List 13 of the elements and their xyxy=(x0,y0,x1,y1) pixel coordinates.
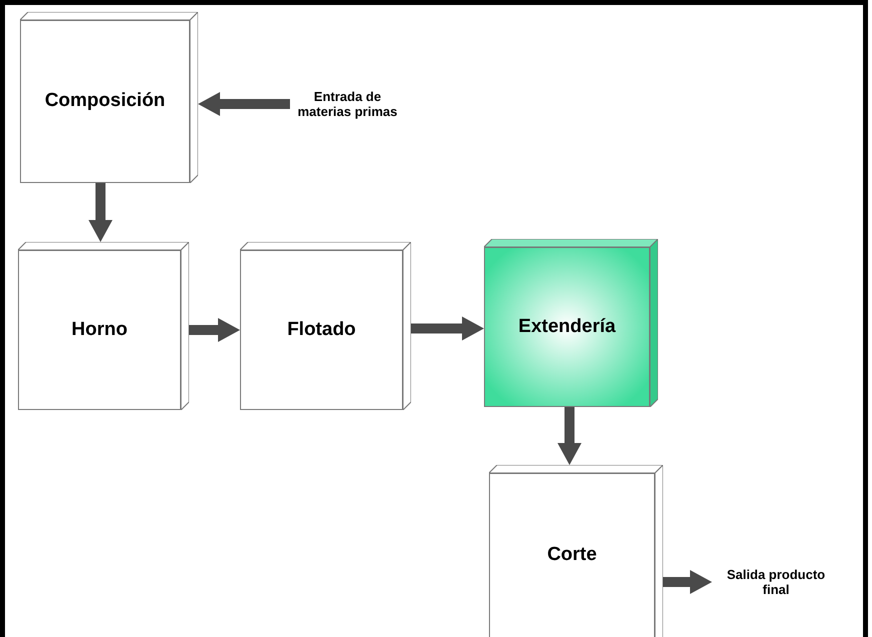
box-label: Composición xyxy=(44,89,166,114)
box-label: Horno xyxy=(72,318,128,342)
box-label: Flotado xyxy=(287,318,356,342)
arrow xyxy=(88,183,112,242)
flow-text: Entrada de materias primas xyxy=(296,89,398,119)
arrow xyxy=(198,92,290,116)
box-label: Corte xyxy=(547,542,597,567)
arrow xyxy=(663,570,712,594)
arrow xyxy=(558,407,582,465)
box-label: Extendería xyxy=(518,314,616,339)
arrow xyxy=(189,318,240,342)
flow-text: Salida producto final xyxy=(726,567,826,597)
arrow xyxy=(411,316,484,340)
